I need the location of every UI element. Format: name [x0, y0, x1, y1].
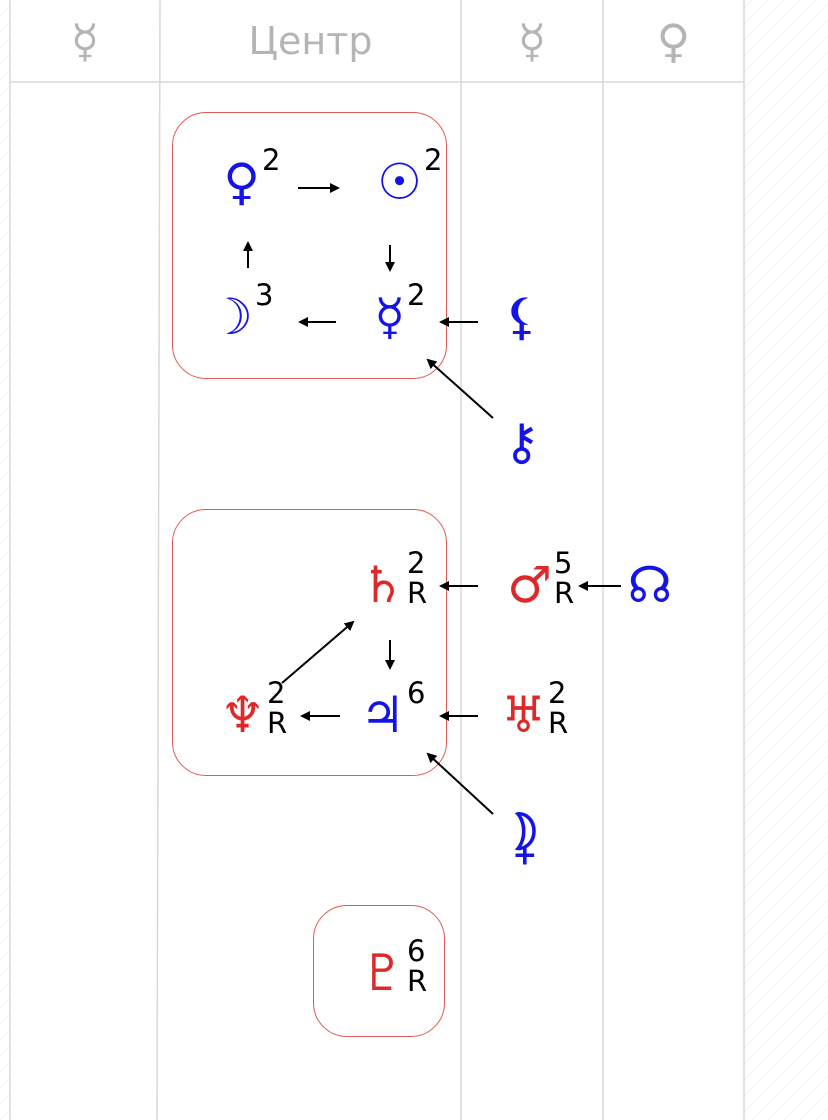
retrograde-mark: R [267, 706, 288, 740]
planet-chiron: ⚷ [480, 397, 640, 487]
planet-count: 6 [407, 934, 426, 968]
retrograde-mark: R [548, 706, 569, 740]
mars-icon: ♂ [507, 556, 552, 614]
mercury-icon: ☿ [70, 14, 100, 68]
planet-node: ☊ [612, 540, 772, 630]
header-col-3: ☿ [461, 0, 603, 82]
planet-lilith: ⚸ [480, 272, 640, 362]
neptune-icon: ♆ [220, 686, 265, 744]
venus-icon: ♀ [656, 14, 691, 68]
saturn-icon: ♄ [360, 556, 405, 614]
planet-count: 2 [267, 676, 286, 710]
pluto-icon: ♇ [360, 944, 405, 1002]
planet-mercury: ☿ 2 [345, 272, 505, 362]
moon-icon: ☽ [208, 288, 253, 346]
retrograde-mark: R [554, 576, 575, 610]
north-node-icon: ☊ [627, 556, 672, 614]
lilith-icon: ⚸ [503, 288, 540, 346]
sun-icon: ☉ [377, 153, 422, 211]
header-col-4: ♀ [603, 0, 744, 82]
planet-count: 2 [548, 676, 567, 710]
uranus-icon: ♅ [501, 686, 546, 744]
planet-sun: ☉ 2 [362, 137, 522, 227]
selena-icon: ⯝ [510, 811, 540, 869]
mercury-icon: ☿ [374, 288, 405, 346]
group-box-3 [313, 905, 445, 1037]
planet-count: 3 [255, 278, 274, 312]
planet-venus: ♀ 2 [200, 137, 360, 227]
retrograde-mark: R [407, 964, 428, 998]
planet-count: 2 [424, 143, 443, 177]
planet-count: 2 [262, 143, 281, 177]
planet-count: 5 [554, 546, 573, 580]
jupiter-icon: ♃ [360, 686, 405, 744]
header-col-1: ☿ [10, 0, 160, 82]
planet-jupiter: ♃ 6 [345, 670, 505, 760]
planet-count: 6 [407, 676, 426, 710]
planet-count: 2 [407, 278, 426, 312]
planet-selena: ⯝ [480, 795, 640, 885]
planet-count: 2 [407, 546, 426, 580]
group-box-1 [172, 112, 447, 379]
header-col-2: Центр [160, 0, 461, 82]
chiron-icon: ⚷ [503, 413, 540, 471]
header-title: Центр [248, 19, 373, 63]
group-box-2 [172, 509, 447, 776]
retrograde-mark: R [407, 576, 428, 610]
mercury-icon: ☿ [517, 14, 547, 68]
planet-moon: ☽ 3 [193, 272, 353, 362]
venus-icon: ♀ [223, 153, 260, 211]
